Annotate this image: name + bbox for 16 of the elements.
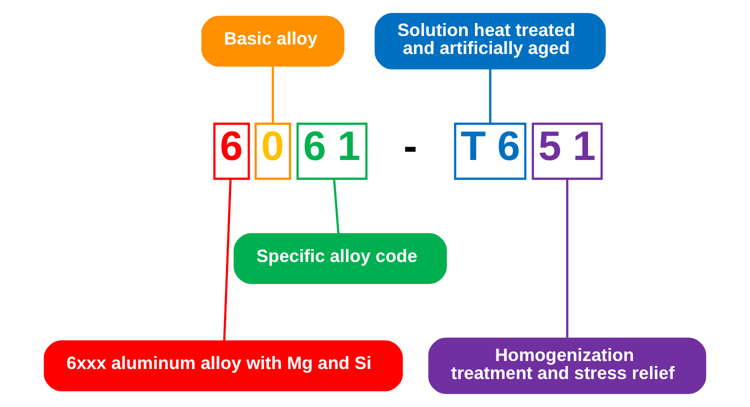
node-box: Solution heat treated and artificially aged <box>374 12 606 70</box>
node-box: 0 <box>254 122 292 180</box>
connector <box>333 178 340 234</box>
node-box: Homogenization treatment and stress relief <box>428 338 706 394</box>
label: - <box>404 123 418 170</box>
connector <box>272 66 274 124</box>
node-box: 6 1 <box>296 122 368 180</box>
node-box: 6xxx aluminum alloy with Mg and Si <box>44 340 403 392</box>
node-box: 6 <box>213 122 250 180</box>
connector <box>223 178 232 342</box>
node-box: Specific alloy code <box>234 233 447 284</box>
connector <box>489 69 492 124</box>
node-box: 5 1 <box>532 122 603 180</box>
connector <box>566 179 568 338</box>
node-box: T 6 <box>454 122 526 180</box>
node-box: Basic alloy <box>201 16 344 67</box>
